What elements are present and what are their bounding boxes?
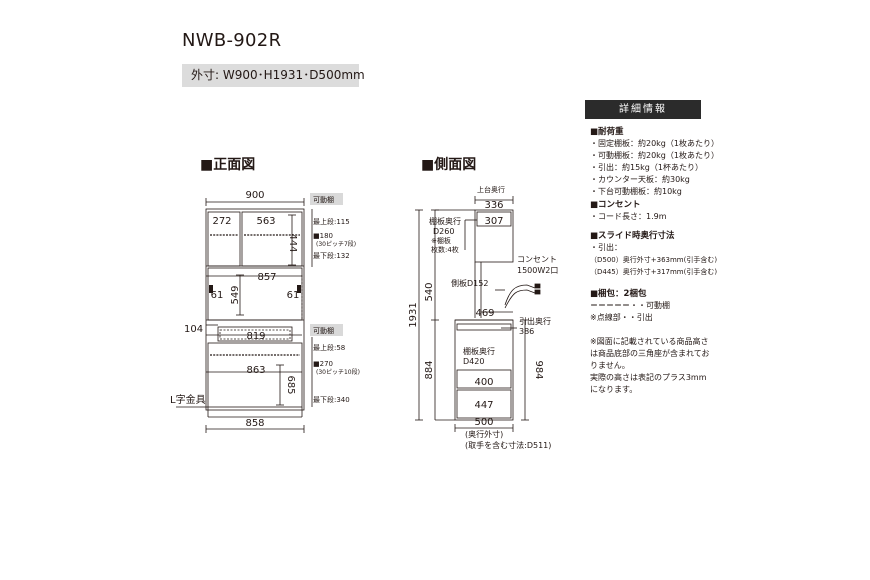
details-load-line: ・下台可動棚板：約10kg <box>590 187 682 196</box>
drawer <box>217 326 293 342</box>
side-base-note-0: (奥行外寸) <box>465 429 503 439</box>
details-outlet-title: ■コンセント <box>590 200 641 210</box>
details-packing-line: ＝＝＝＝＝・・可動棚 <box>590 301 670 310</box>
front-bottom-width: 863 <box>246 365 265 376</box>
side-height-total: 1931 <box>408 302 419 327</box>
outer-dimensions: 外寸: W900･H1931･D500mm <box>182 64 365 87</box>
details-slide-section: ■スライド時奥行寸法 ・引出： （D500）奥行外寸+363mm(引手含む) （… <box>590 230 750 278</box>
front-drawer-width: 819 <box>246 331 265 342</box>
side-shelf-447: 447 <box>474 400 493 411</box>
details-load-line: ・引出：約15kg（1杯あたり） <box>590 163 703 172</box>
front-adj-shelf-top-label: 可動棚 <box>313 195 334 204</box>
details-note-line: 実際の高さは表記のプラス3mm <box>590 373 707 382</box>
front-view-drawing: 900 272 563 444 857 61 61 549 104 819 86… <box>170 190 360 433</box>
details-header: 詳細情報 <box>585 100 701 119</box>
front-mid-height: 549 <box>230 285 241 304</box>
side-upper-depth-label: 上台奥行 <box>477 185 505 194</box>
details-load-line: ・固定棚板：約20kg（1枚あたり） <box>590 139 719 148</box>
front-top-note-1: ■180 <box>313 232 333 240</box>
side-upper-shelf-depth: 307 <box>484 216 503 227</box>
side-view-drawing: 上台奥行 336 307 棚板奥行 D260 ※棚板 枚数:4枚 コンセント 1… <box>408 185 558 450</box>
side-shelf-depth-label-3: 枚数:4枚 <box>431 245 459 254</box>
details-note-line: ※図面に記載されている商品高さ <box>590 337 709 346</box>
details-notes-section: ※図面に記載されている商品高さ は商品底部の三角座が含まれてお りません。 実際… <box>590 336 750 396</box>
side-lower-shelf-label-1: D420 <box>463 357 484 366</box>
details-outlet-line: ・コード長さ：1.9m <box>590 212 667 221</box>
front-base-width: 858 <box>245 418 264 429</box>
details-packing-title: ■梱包：2梱包 <box>590 289 647 299</box>
front-mid-width: 857 <box>257 272 276 283</box>
side-lower-height: 884 <box>424 360 435 379</box>
side-outlet-label-0: コンセント <box>517 255 557 264</box>
side-view-title: ■側面図 <box>421 157 477 173</box>
details-packing-section: ■梱包：2梱包 ＝＝＝＝＝・・可動棚 ※点線部・・引出 <box>590 288 750 324</box>
details-note-line: は商品底部の三角座が含まれてお <box>590 349 710 358</box>
side-drawer-depth-label-1: 386 <box>519 327 534 336</box>
details-outlet-section: ■コンセント ・コード長さ：1.9m <box>590 199 750 223</box>
side-counter-depth: 469 <box>475 308 494 319</box>
front-bottom-note-0: 最上段:58 <box>313 343 345 352</box>
details-load-line: ・カウンター天板：約30kg <box>590 175 690 184</box>
front-side-right: 61 <box>287 290 300 301</box>
details-slide-line: ・引出： <box>590 243 622 252</box>
front-top-right-width: 563 <box>256 216 275 227</box>
side-drawer-depth-label-0: 引出奥行 <box>519 316 551 326</box>
front-top-left-width: 272 <box>212 216 231 227</box>
details-load-line: ・可動棚板：約20kg（1枚あたり） <box>590 151 719 160</box>
side-board-label: 側板D152 <box>451 278 488 288</box>
details-note-line: りません。 <box>590 361 630 370</box>
front-bottom-note-2: (30ピッチ10段) <box>316 368 360 376</box>
front-top-note-0: 最上段:115 <box>313 217 350 226</box>
side-base-depth: 500 <box>474 417 493 428</box>
details-note-line: になります。 <box>590 385 638 394</box>
details-load-title: ■耐荷重 <box>590 127 624 137</box>
side-shelf-400: 400 <box>474 377 493 388</box>
upper-cabinet <box>474 209 514 263</box>
side-lower-shelf-label-0: 棚板奥行 <box>463 346 495 356</box>
front-bottom-note-3: 最下段:340 <box>313 395 350 404</box>
side-shelf-depth-label-1: D260 <box>433 227 454 236</box>
details-packing-line: ※点線部・・引出 <box>590 313 653 322</box>
details-load-section: ■耐荷重 ・固定棚板：約20kg（1枚あたり） ・可動棚板：約20kg（1枚あた… <box>590 126 750 198</box>
side-lower-height-right: 984 <box>533 360 544 379</box>
details-slide-title: ■スライド時奥行寸法 <box>590 231 675 241</box>
front-l-bracket: L字金具 <box>170 393 206 406</box>
front-side-left: 61 <box>211 290 224 301</box>
side-height-upper: 540 <box>424 282 435 301</box>
front-top-note-3: 最下段:132 <box>313 251 350 260</box>
side-shelf-depth-label-2: ※棚板 <box>431 236 451 245</box>
details-slide-line: （D445）奥行外寸+317mm(引手含む) <box>590 268 718 276</box>
lower-opening <box>207 342 303 408</box>
side-upper-depth: 336 <box>484 200 503 211</box>
details-slide-line: （D500）奥行外寸+363mm(引手含む) <box>590 256 718 264</box>
front-top-note-2: (30ピッチ7段) <box>316 240 356 248</box>
side-shelf-depth-label-0: 棚板奥行 <box>429 216 461 226</box>
front-view-title: ■正面図 <box>200 157 256 173</box>
front-top-height: 444 <box>287 233 298 252</box>
front-bottom-note-1: ■270 <box>313 360 333 368</box>
front-width-top: 900 <box>245 190 264 201</box>
model-name: NWB-902R <box>182 30 282 51</box>
side-outlet-label-1: 1500W2口 <box>517 266 558 275</box>
front-counter-height: 104 <box>184 324 203 335</box>
front-adj-shelf-bottom-label: 可動棚 <box>313 326 334 335</box>
side-base-note-1: (取手を含む寸法:D511) <box>465 440 551 450</box>
cabinet-outline <box>205 208 305 411</box>
front-bottom-height: 685 <box>285 375 296 394</box>
